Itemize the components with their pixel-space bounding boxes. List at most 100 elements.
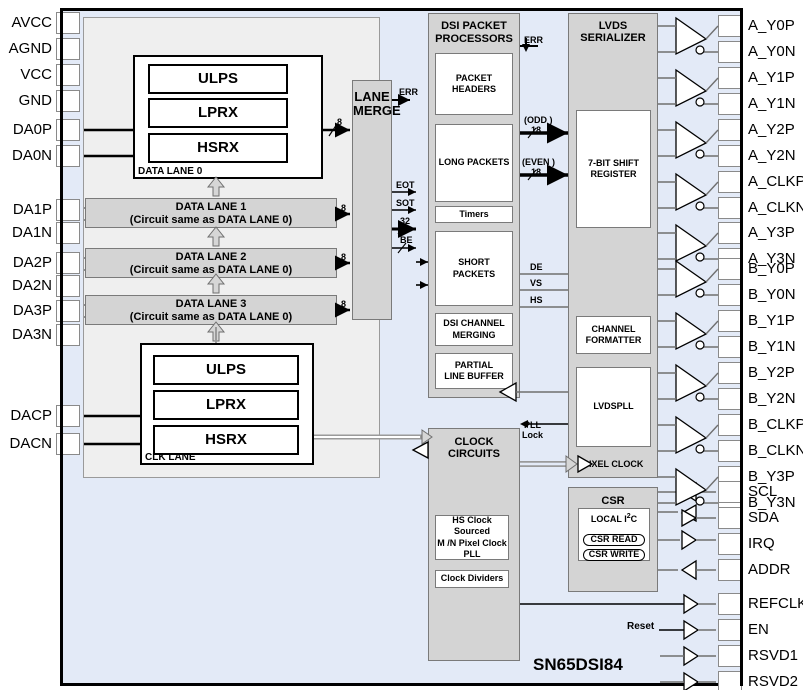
pin-label-dacp: DACP <box>10 407 52 424</box>
pin-label-avcc: AVCC <box>11 14 52 31</box>
lvds-differential-buffer <box>658 172 719 212</box>
pin-label-da3n: DA3N <box>11 326 52 343</box>
pin-label-b_clkp: B_CLKP <box>748 416 803 433</box>
dpp-long-packets: LONG PACKETS <box>435 124 513 202</box>
local-i2c-sup: 2 <box>626 513 631 520</box>
device-name: SN65DSI84 <box>533 655 623 674</box>
signal-vs-label: VS <box>530 278 543 288</box>
pin-label-a_y3n: A_Y3N <box>748 250 796 267</box>
pin-label-rsvd1: RSVD1 <box>748 647 799 664</box>
pin-label-dacn: DACN <box>9 435 52 452</box>
pin-label-b_y3p: B_Y3P <box>748 468 795 485</box>
data-lane-0-lprx-label: LPRX <box>197 103 238 121</box>
pin-label-b_clkn: B_CLKN <box>748 442 803 459</box>
lvds-differential-buffer <box>658 68 719 108</box>
pin-label-b_y1p: B_Y1P <box>748 312 795 329</box>
pin-label-da2n: DA2N <box>11 277 52 294</box>
pin-label-a_y3p: A_Y3P <box>748 224 795 241</box>
signal-even-label: (EVEN ) <box>522 157 556 167</box>
reset-label: Reset <box>627 621 655 632</box>
local-i2c-text: LOCAL I <box>590 514 627 524</box>
pixel-clock-label: PIXEL CLOCK <box>583 459 644 469</box>
pin-label-a_y1p: A_Y1P <box>748 69 795 86</box>
data-lane-0-ulps: ULPS <box>148 64 288 94</box>
pin-label-en: EN <box>748 621 769 638</box>
hs-clock-pll: HS Clock Sourced M /N Pixel Clock PLL <box>435 515 509 560</box>
lane-merge-title-1: LANE <box>354 89 390 104</box>
pin-label-b_y2p: B_Y2P <box>748 364 795 381</box>
data-lane-0-caption: DATA LANE 0 <box>138 166 203 177</box>
dpp-packet-headers: PACKET HEADERS <box>435 53 513 115</box>
data-lane-3-title: DATA LANE 3 <box>175 298 247 310</box>
lane-merge-block: LANE MERGE <box>352 80 401 320</box>
pin-label-a_y0p: A_Y0P <box>748 17 795 34</box>
signal-even-width: 18 <box>531 167 542 177</box>
pin-label-b_y0n: B_Y0N <box>748 286 796 303</box>
pin-label-vcc: VCC <box>20 66 52 83</box>
lane-merge-title-2: MERGE <box>353 103 401 118</box>
clk-lane-ulps: ULPS <box>153 355 299 385</box>
lvds-differential-buffer <box>658 415 719 455</box>
lvds-channel-formatter: CHANNEL FORMATTER <box>576 316 651 354</box>
lane-merge-out-eot: EOT <box>396 180 415 190</box>
data-lane-1-title: DATA LANE 1 <box>175 201 247 213</box>
clk-lane-lprx: LPRX <box>153 390 299 420</box>
clk-lane-hsrx-label: HSRX <box>205 430 247 448</box>
data-lane-0-ulps-label: ULPS <box>197 69 238 87</box>
pin-label-b_y1n: B_Y1N <box>748 338 796 355</box>
local-i2c-tail: C <box>630 514 638 524</box>
lvds-differential-buffer <box>658 16 719 56</box>
pin-label-da0n: DA0N <box>11 147 52 164</box>
data-lane-2-title: DATA LANE 2 <box>175 251 247 263</box>
pin-label-refclk: REFCLK <box>748 595 803 612</box>
lane-merge-out-sot: SOT <box>396 198 415 208</box>
signal-odd-label: (ODD ) <box>524 115 553 125</box>
local-i2c-label: LOCAL I2C <box>579 513 649 524</box>
signal-hs-label: HS <box>530 295 543 305</box>
dpp-dsi-channel-merging: DSI CHANNEL MERGING <box>435 313 513 346</box>
pin-label-a_clkn: A_CLKN <box>748 199 803 216</box>
pin-label-a_y2n: A_Y2N <box>748 147 796 164</box>
data-lane-3-sub: (Circuit same as DATA LANE 0) <box>129 311 293 323</box>
pin-label-rsvd2: RSVD2 <box>748 673 799 690</box>
pin-label-da3p: DA3P <box>12 302 52 319</box>
pin-label-a_y2p: A_Y2P <box>748 121 795 138</box>
pin-label-irq: IRQ <box>748 535 775 552</box>
lane-merge-out-err: ERR <box>399 87 419 97</box>
data-lane-0-hsrx: HSRX <box>148 133 288 163</box>
clk-lane-ulps-label: ULPS <box>205 360 246 378</box>
lvds-differential-buffer <box>658 467 719 507</box>
signal-pll-label: PLL <box>524 420 541 430</box>
signal-de-label: DE <box>530 262 543 272</box>
clk-lane-lprx-label: LPRX <box>205 395 246 413</box>
data-lane-0-hsrx-label: HSRX <box>197 138 239 156</box>
data-lane-1-box: DATA LANE 1 (Circuit same as DATA LANE 0… <box>85 198 337 228</box>
lvds-shift-register: 7-BIT SHIFT REGISTER <box>576 110 651 228</box>
lvds-differential-buffer <box>658 120 719 160</box>
pin-label-b_y0p: B_Y0P <box>748 260 795 277</box>
pin-label-da2p: DA2P <box>12 254 52 271</box>
pin-label-sda: SDA <box>748 509 779 526</box>
lane-merge-in-8-0: 8 <box>337 117 343 127</box>
data-lane-2-sub: (Circuit same as DATA LANE 0) <box>129 264 293 276</box>
pin-label-b_y3n: B_Y3N <box>748 494 796 511</box>
csr-read-pill: CSR READ <box>583 534 645 546</box>
clk-lane-caption: CLK LANE <box>145 452 196 463</box>
pin-label-da1n: DA1N <box>11 224 52 241</box>
pin-label-a_y1n: A_Y1N <box>748 95 796 112</box>
csr-write-pill: CSR WRITE <box>583 549 645 561</box>
pin-label-gnd: GND <box>18 92 52 109</box>
signal-lock-label: Lock <box>522 430 544 440</box>
clk-lane-hsrx: HSRX <box>153 425 299 455</box>
pin-label-da1p: DA1P <box>12 201 52 218</box>
data-lane-0-lprx: LPRX <box>148 98 288 128</box>
lvds-serializer-title: LVDS SERIALIZER <box>580 20 646 44</box>
signal-err-label: ERR <box>524 35 544 45</box>
lvds-differential-buffer <box>658 259 719 299</box>
dpp-partial-line-buffer: PARTIAL LINE BUFFER <box>435 353 513 389</box>
lvds-differential-buffer <box>658 311 719 351</box>
lvds-differential-buffer <box>658 363 719 403</box>
pin-label-agnd: AGND <box>8 40 52 57</box>
